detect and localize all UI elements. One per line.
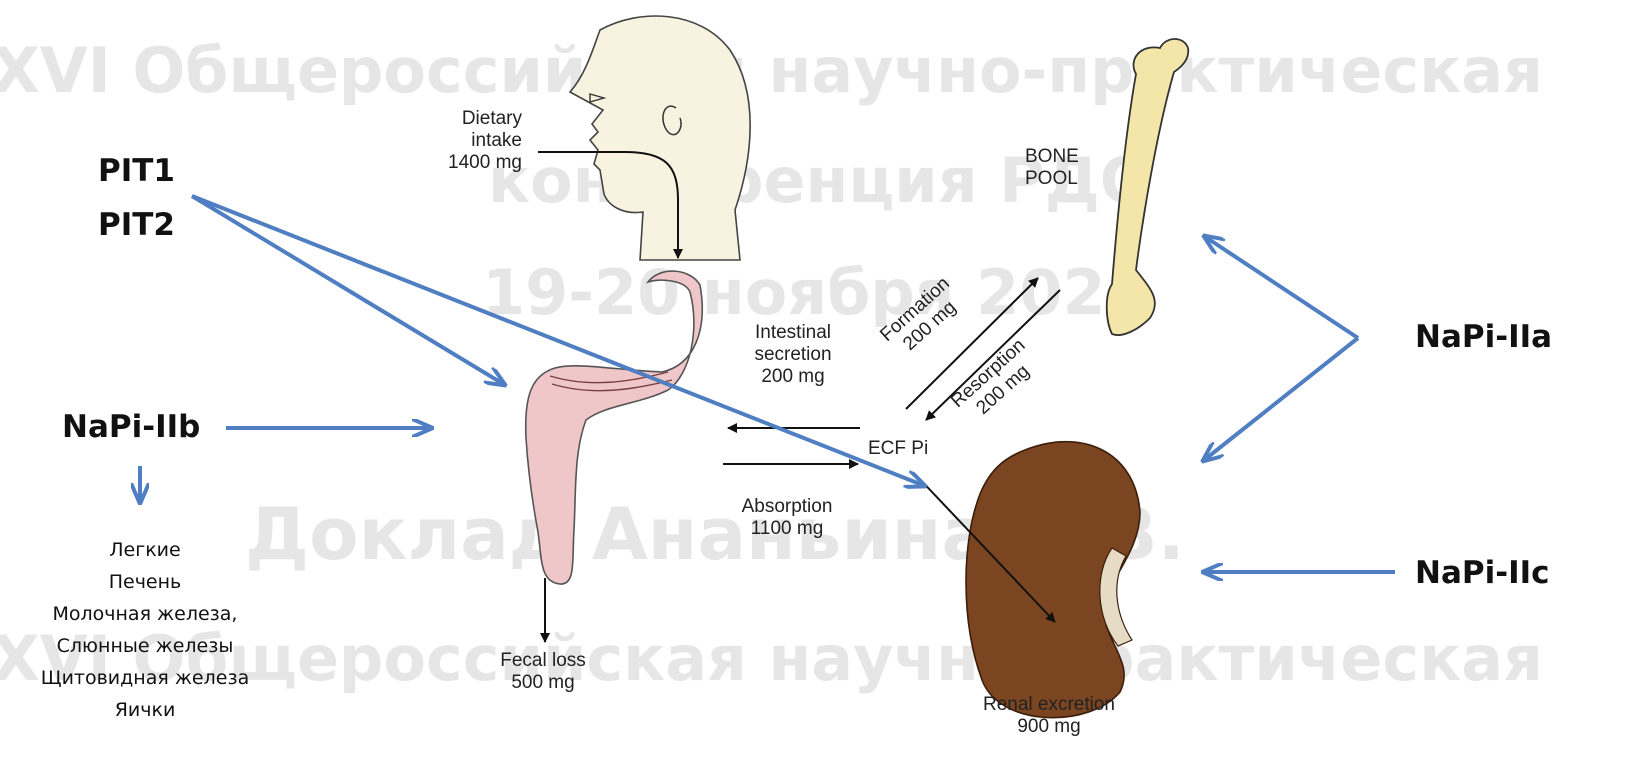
napi-iib-label: NaPi-IIb xyxy=(62,412,200,443)
napi-iia-label: NaPi-IIa xyxy=(1415,322,1552,353)
tissue-item: Печень xyxy=(0,566,290,598)
dietary-intake-label: Dietary intake 1400 mg xyxy=(426,108,522,174)
tissue-item: Легкие xyxy=(0,534,290,566)
intestine-illustration xyxy=(526,271,703,584)
ecf-pi-label: ECF Pi xyxy=(868,438,928,460)
tissue-item: Яички xyxy=(0,694,290,726)
intestinal-secretion-label: Intestinal secretion 200 mg xyxy=(738,322,848,388)
bone-pool-label: BONE POOL xyxy=(1025,146,1079,190)
absorption-label: Absorption 1100 mg xyxy=(728,496,846,540)
tissue-item: Слюнные железы xyxy=(0,630,290,662)
bone-illustration xyxy=(1107,39,1189,335)
head-illustration xyxy=(570,16,750,260)
tissue-item: Молочная железа, xyxy=(0,598,290,630)
pit2-label: PIT2 xyxy=(98,210,175,241)
tissue-item: Щитовидная железа xyxy=(0,662,290,694)
pit1-label: PIT1 xyxy=(98,156,175,187)
kidney-illustration xyxy=(966,442,1140,718)
tissue-list: Легкие Печень Молочная железа, Слюнные ж… xyxy=(0,534,290,726)
renal-excretion-label: Renal excretion 900 mg xyxy=(955,694,1143,738)
fecal-loss-label: Fecal loss 500 mg xyxy=(485,650,601,694)
napi-iic-label: NaPi-IIc xyxy=(1415,558,1550,589)
